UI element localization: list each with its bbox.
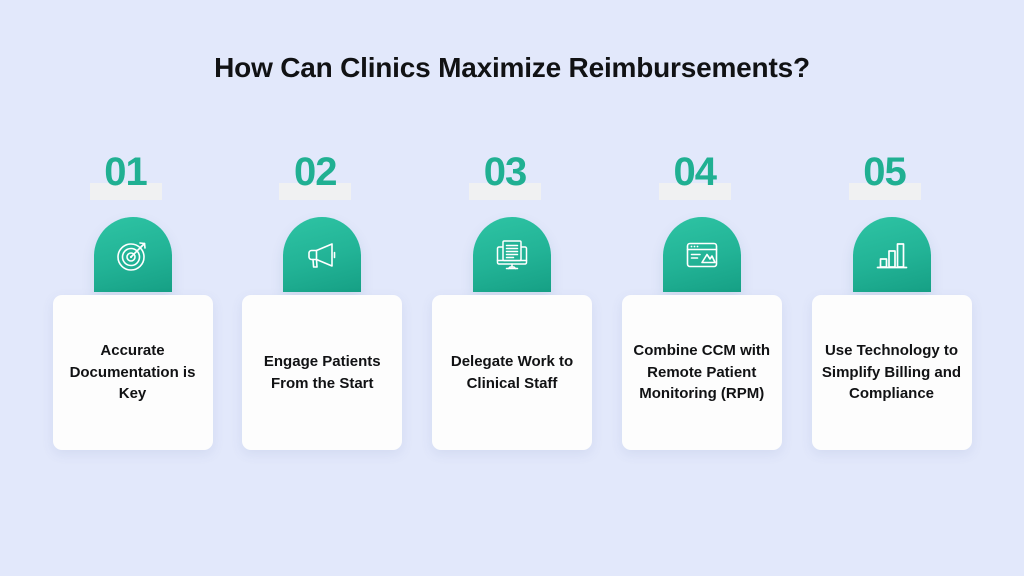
monitor-document-icon [492,235,532,275]
bar-chart-icon [872,235,912,275]
step-number-underline-3 [469,183,541,200]
step-column-2: 02 Engage Patients From the Start [240,152,405,450]
step-number-underline-4 [658,183,731,200]
step-number-3: 03 [483,150,527,194]
step-number-underline-2 [279,183,352,200]
steps-row: 01 Accurate Documentation is Key [50,152,974,450]
megaphone-icon [302,235,342,275]
page-title: How Can Clinics Maximize Reimbursements? [214,52,810,83]
step-card-4: Combine CCM with Remote Patient Monitori… [621,295,782,450]
target-dart-icon [113,235,153,275]
step-card-text-4: Combine CCM with Remote Patient Monitori… [633,341,771,403]
step-card-3: Delegate Work to Clinical Staff [432,295,592,450]
step-icon-arch-4 [662,217,741,292]
step-card-1: Accurate Documentation is Key [52,295,213,450]
step-card-text-3: Delegate Work to Clinical Staff [450,352,574,392]
step-card-text-1: Accurate Documentation is Key [69,341,196,403]
step-column-4: 04 Combine CCM with [619,152,784,450]
step-icon-arch-3 [473,217,551,292]
step-card-text-2: Engage Patients From the Start [263,352,381,392]
step-number-underline-1 [89,183,162,200]
step-icon-arch-1 [93,217,172,292]
step-column-3: 03 [430,152,595,450]
step-icon-arch-5 [852,217,931,292]
step-number-5: 05 [863,150,906,194]
step-number-4: 04 [673,150,717,194]
step-icon-arch-2 [283,217,362,292]
step-card-text-5: Use Technology to Simplify Billing and C… [821,341,962,403]
step-card-2: Engage Patients From the Start [242,295,403,450]
step-number-2: 02 [294,150,337,194]
browser-window-image-icon [682,235,722,275]
step-column-1: 01 Accurate Documentation is Key [50,152,215,450]
step-number-underline-5 [848,183,921,200]
step-column-5: 05 Use Technology to Simplify Billing an… [809,152,974,450]
step-card-5: Use Technology to Simplify Billing and C… [811,295,972,450]
step-number-1: 01 [104,150,147,194]
